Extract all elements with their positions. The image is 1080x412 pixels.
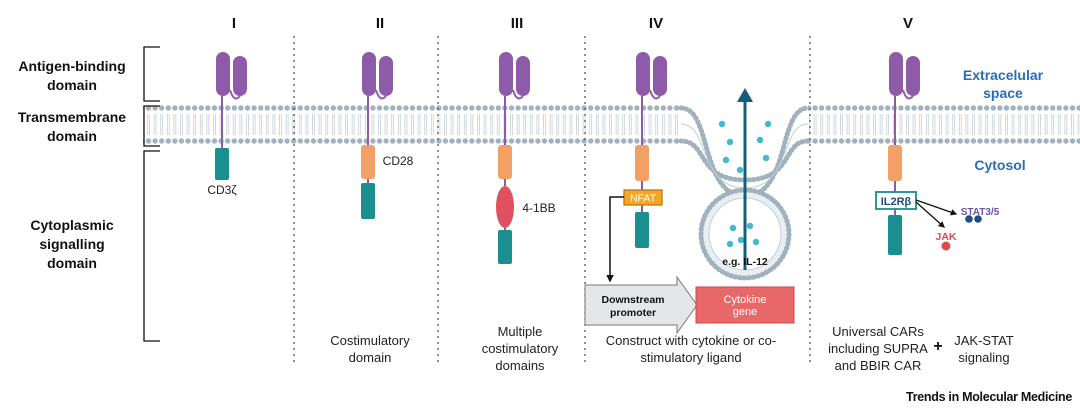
jak-dot <box>941 241 951 251</box>
four-1bb-label: 4-1BB <box>522 201 555 215</box>
cytosol-label: Cytosol <box>974 157 1026 173</box>
transmembrane-domain-label: Transmembrane domain <box>17 109 127 144</box>
downstream-promoter-label: Downstream promoter <box>601 294 665 319</box>
extracellular-space-label: Extracelular space <box>962 67 1044 101</box>
antigen-binding-domain-label: Antigen-binding domain <box>18 58 126 93</box>
caption-jak-stat: JAK-STAT signaling <box>954 333 1014 365</box>
cytokine-gene-box <box>695 286 795 324</box>
secreted-cytokines <box>718 120 772 174</box>
domain-brackets <box>143 46 160 342</box>
caption-cytokine-construct: Construct with cytokine or co-stimulator… <box>605 333 777 365</box>
caption-multiple-costimulatory: Multiple costimulatory domains <box>481 324 559 373</box>
cd3z-label: CD3ζ <box>207 183 237 197</box>
plus-sign: + <box>933 338 943 355</box>
il12-label: e.g. IL-12 <box>722 256 768 268</box>
cell-membrane <box>143 102 1080 147</box>
cd28-label: CD28 <box>383 154 414 168</box>
footer-journal: Trends in Molecular Medicine <box>906 390 1072 404</box>
secretion-arrowhead <box>737 88 753 102</box>
cytokine-gene-label: Cytokine gene <box>723 294 767 318</box>
column-5-label: V <box>902 15 913 32</box>
il2rb-to-stat-arrow <box>915 199 958 216</box>
jak-label: JAK <box>935 231 956 243</box>
stat-label: STAT3/5 <box>961 207 1000 218</box>
car-2 <box>361 52 393 219</box>
stat-dot-2 <box>974 215 982 223</box>
il2rb-label: IL2Rβ <box>881 196 912 208</box>
car-3 <box>496 52 530 264</box>
caption-universal-cars: Universal CARs including SUPRA and BBIR … <box>828 324 928 373</box>
car-1 <box>215 52 247 180</box>
column-3-label: III <box>510 15 524 32</box>
column-2-label: II <box>375 15 385 32</box>
downstream-promoter-shape <box>584 275 698 335</box>
cytoplasmic-signalling-domain-label: Cytoplasmic signalling domain <box>30 217 114 271</box>
car-5 <box>888 52 920 255</box>
caption-costimulatory-domain: Costimulatory domain <box>330 333 410 365</box>
stat-dot-1 <box>965 215 973 223</box>
nfat-to-promoter-arrow <box>606 196 624 283</box>
column-1-label: I <box>231 15 237 32</box>
column-4-label: IV <box>648 15 664 32</box>
il2rb-to-jak-arrow <box>915 201 945 228</box>
nfat-label: NFAT <box>630 193 657 205</box>
car-4 <box>635 52 667 248</box>
